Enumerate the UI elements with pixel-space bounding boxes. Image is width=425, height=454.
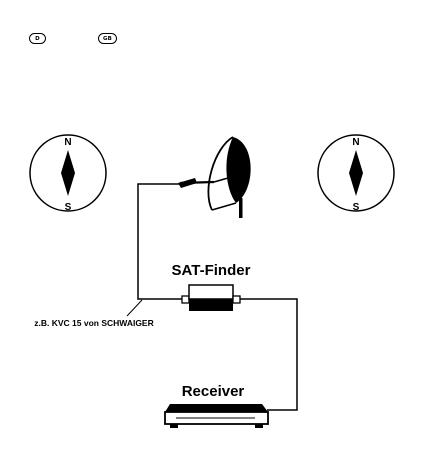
compass-left-south-label: S <box>65 202 72 213</box>
compass-left-north-label: N <box>64 137 71 148</box>
compass-left: N S <box>30 135 106 213</box>
compass-right-south-label: S <box>353 202 360 213</box>
sat-finder-body-bottom <box>189 299 233 311</box>
satellite-dish-icon <box>178 137 251 218</box>
cable-note-pointer <box>127 300 142 316</box>
dish-mount-pole <box>239 198 243 218</box>
compass-right-north-label: N <box>352 137 359 148</box>
receiver-label: Receiver <box>182 383 245 400</box>
compass-right-needle <box>349 150 363 196</box>
cable-finder-to-receiver <box>240 299 297 410</box>
receiver-device <box>165 404 268 428</box>
receiver-top <box>165 404 268 412</box>
dish-reflector <box>226 137 250 203</box>
receiver-foot-left <box>170 424 178 428</box>
receiver-foot-right <box>255 424 263 428</box>
sat-finder-body-top <box>189 285 233 299</box>
compass-left-needle <box>61 150 75 196</box>
sat-finder-label: SAT-Finder <box>172 262 251 279</box>
lnb-icon <box>178 178 197 188</box>
compass-right: N S <box>318 135 394 213</box>
cable-note: z.B. KVC 15 von SCHWAIGER <box>34 318 154 328</box>
sat-finder-device <box>182 285 240 311</box>
cable-dish-to-finder <box>138 184 182 299</box>
